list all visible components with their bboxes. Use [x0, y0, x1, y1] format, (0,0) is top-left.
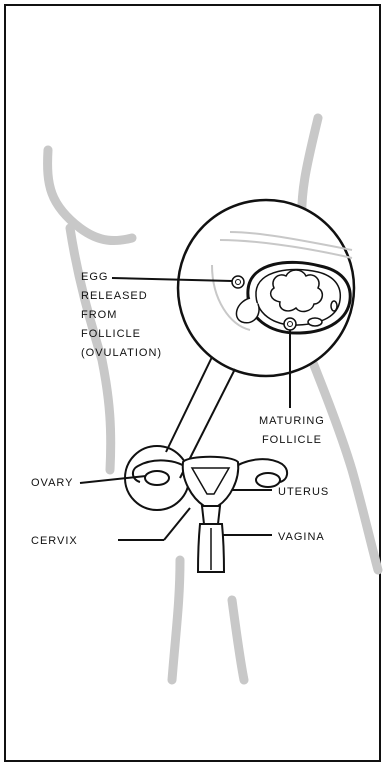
uterus-label: UTERUS	[278, 483, 329, 502]
zoom-line-upper	[166, 357, 212, 452]
egg-label-line: FOLLICLE	[81, 325, 162, 344]
egg-label-line: (OVULATION)	[81, 344, 162, 363]
egg-label-line: RELEASED	[81, 287, 162, 306]
vagina-label: VAGINA	[278, 528, 325, 547]
egg-label-line: EGG	[81, 268, 162, 287]
maturing-label-line: MATURING	[259, 412, 325, 431]
ovary-label: OVARY	[31, 474, 74, 493]
egg-released-label: EGG RELEASED FROM FOLLICLE (OVULATION)	[81, 268, 162, 363]
reproductive-organs	[133, 457, 287, 572]
maturing-follicle-label: MATURING FOLLICLE	[259, 412, 325, 450]
egg-label-line: FROM	[81, 306, 162, 325]
magnified-ovary-circle	[178, 200, 354, 376]
body-silhouette	[48, 118, 378, 680]
maturing-label-line: FOLLICLE	[259, 431, 325, 450]
cervix-label: CERVIX	[31, 532, 78, 551]
cervix-leader-diag	[164, 508, 190, 540]
